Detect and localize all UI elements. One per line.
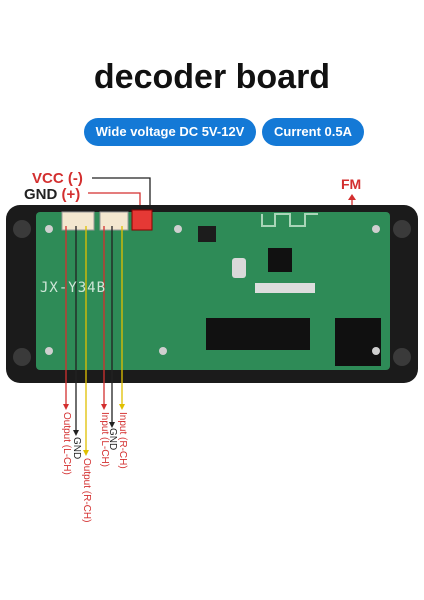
voltage-badge: Wide voltage DC 5V-12V <box>84 118 256 146</box>
antenna-trace <box>261 213 318 227</box>
board-model-label: JX-Y34B <box>40 280 107 296</box>
bluetooth-chip <box>268 248 292 272</box>
mount-hole-icon <box>393 220 411 238</box>
vcc-label: VCC <box>32 170 64 187</box>
mount-hole-icon <box>13 348 31 366</box>
fm-label: FM <box>341 176 362 192</box>
regulator-chip <box>198 226 216 242</box>
vcc-wire <box>92 177 151 212</box>
gnd-label: GND <box>24 186 58 203</box>
mount-hole-icon <box>393 348 411 366</box>
pin-header <box>255 283 315 293</box>
gnd-label-row: GND (+) <box>24 186 80 203</box>
display-ribbon <box>206 318 310 350</box>
gnd-sign: (+) <box>61 186 81 203</box>
power-connector <box>131 209 153 231</box>
pin-label: Input (R-CH) <box>117 412 128 469</box>
pin-label: GND <box>71 437 82 460</box>
vcc-sign: (-) <box>67 170 83 187</box>
input-connector <box>99 211 129 231</box>
crystal <box>232 258 246 278</box>
current-badge: Current 0.5A <box>262 118 364 146</box>
usb-port <box>335 318 381 366</box>
mount-hole-icon <box>13 220 31 238</box>
page-title: decoder board <box>93 58 331 96</box>
output-connector <box>61 211 95 231</box>
pin-label: Output (R-CH) <box>81 458 92 523</box>
vcc-label-row: VCC (-) <box>32 170 83 187</box>
